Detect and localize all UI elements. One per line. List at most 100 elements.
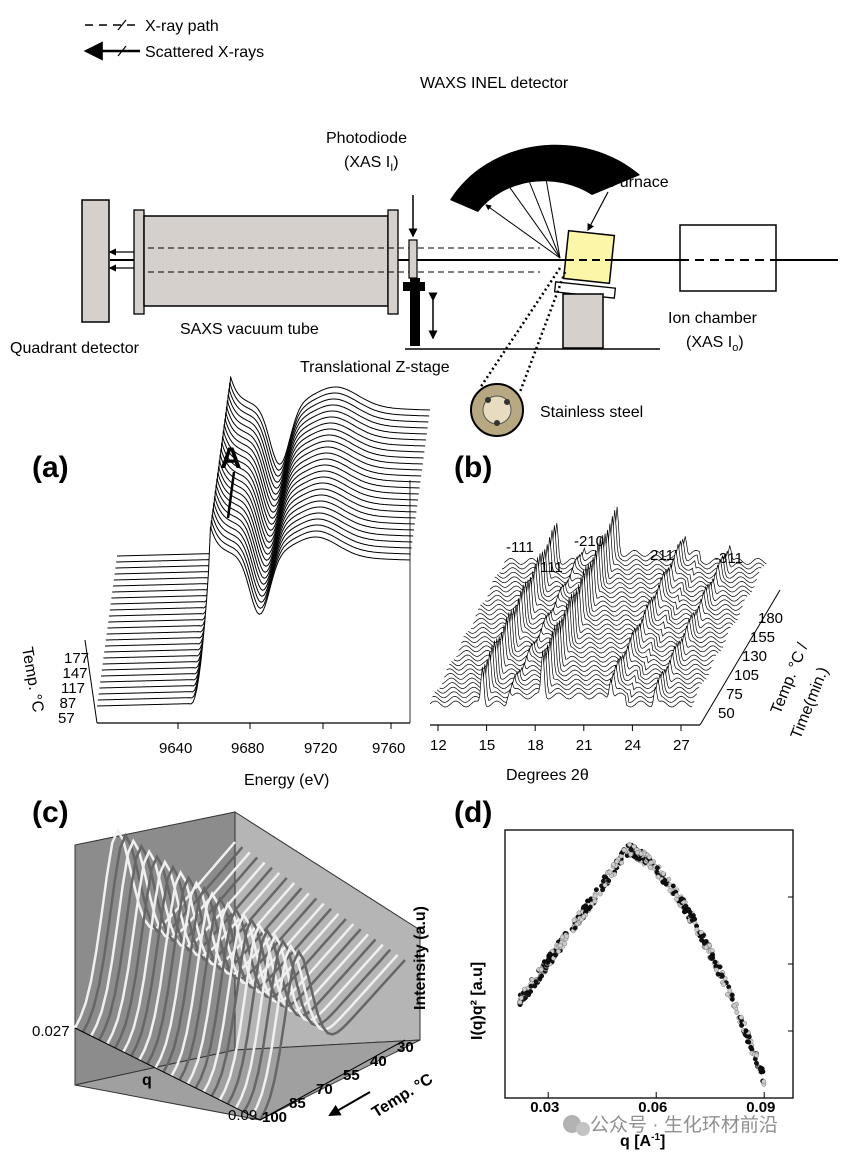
panel-b-ztick: 105 [734,667,759,684]
panel-d-point [553,952,559,958]
panel-a-curve [105,460,419,641]
panel-d-point [528,983,534,989]
panel-b-label: (b) [454,451,492,484]
watermark-text: 公众号 · 生化环材前沿 [590,1114,778,1136]
panel-a-ztick: 147 [63,665,88,682]
panel-d-point [743,1028,749,1034]
panel-d-point [700,933,706,939]
panel-d-point [646,854,652,860]
panel-d-point [533,979,539,985]
panel-d-point [522,986,527,992]
panel-b-ztick: 50 [718,705,735,722]
panel-b-peak-label: 111 [540,559,563,576]
panel-d-point [602,882,608,888]
panel-c-zlabel: Intensity (a.u) [412,906,429,1010]
legend-xray-path: X-ray path [145,18,219,35]
label-furnace: Furnace [610,174,669,191]
panel-b-curve [432,648,695,703]
panel-b-ztick: 180 [758,610,783,627]
panel-a-curve [100,502,414,683]
panel-d-xtick: 0.09 [746,1099,775,1116]
panel-d-point [585,898,590,904]
panel-b-xlabel: Degrees 2θ [506,767,589,784]
panel-d-point [600,878,606,884]
panel-d-point [517,999,523,1005]
panel-d-point [547,951,553,957]
panel-d-point [712,959,718,965]
panel-d-point [727,988,733,994]
panel-a-ztick: 57 [58,710,75,727]
panel-d-point [761,1079,767,1085]
panel-a-curve [113,400,427,581]
panel-d-point [758,1066,763,1072]
panel-b-curves [429,506,767,710]
panel-d-point [597,891,603,897]
panel-d-point [648,860,654,866]
panel-c-label: (c) [32,796,69,829]
panel-c-xtick: 30 [397,1039,414,1056]
panel-b-ztick: 155 [750,629,775,646]
panel-d-point [592,893,598,899]
panel-d-point [628,847,634,853]
panel-d-point [662,878,668,883]
schematic: X-ray path Scattered X-rays [10,18,838,437]
panel-d-point [703,944,709,950]
panel-a-curve [110,424,424,605]
panel-d-ylabel: I(q)q² [a.u] [469,962,486,1040]
panel-b-xtick: 24 [624,737,641,754]
panel-a-xlabel: Energy (eV) [244,772,329,789]
panel-d-point [748,1045,754,1051]
panel-b-curve [429,650,693,708]
panel-d-point [557,943,563,949]
panel-d-point [683,903,689,909]
legend-scattered: Scattered X-rays [145,44,264,61]
panel-a-curve [104,472,418,653]
panel-b-curve [434,644,698,699]
quadrant-detector [81,199,110,323]
panel-d-point [571,917,577,923]
panel-d-point [647,865,653,870]
panel-a-curve [102,484,416,665]
panel-d-point [529,977,535,983]
panel-a-curve [116,382,430,563]
panel-a-curve [115,388,429,569]
panel-d-point [628,851,634,857]
waxs-detector [450,144,640,212]
panel-d-point [654,865,660,871]
panel-c-ytick-0: 0.027 [32,1023,70,1040]
panel-d-point [721,981,727,987]
panel-d-point [518,995,524,1001]
panel-b-xtick: 21 [576,737,593,754]
panel-c-xtick: 100 [262,1109,287,1126]
label-photodiode-2: (XAS I [344,154,390,171]
panel-d-point [539,973,545,979]
panel-d-xtick: 0.06 [638,1099,667,1116]
label-ion-2: (XAS I [686,334,732,351]
panel-d-point [688,913,694,919]
panel-d-point [694,927,700,933]
panel-d-xtick: 0.03 [530,1099,559,1116]
panel-c-xtick: 55 [343,1067,360,1084]
panel-d-point [670,883,676,889]
panel-d-points [516,842,767,1087]
panel-d-point [719,972,725,978]
label-photodiode: Photodiode [326,130,407,147]
panel-d-point [607,869,613,875]
panel-a-curve [97,526,411,707]
panel-b-peak-label: -210 [574,533,604,550]
panel-d-point [587,904,593,910]
panel-a-curve [114,394,428,575]
label-zstage: Translational Z-stage [300,359,450,376]
panel-d-point [634,855,639,861]
panel-a-curve [109,436,423,617]
panel-d-point [627,842,632,847]
panel-d-point [734,1009,740,1015]
panel-d-label: (d) [454,796,492,829]
panel-a-ztick: 117 [61,680,85,697]
legend: X-ray path Scattered X-rays [83,18,264,61]
panel-d-point [655,874,661,880]
